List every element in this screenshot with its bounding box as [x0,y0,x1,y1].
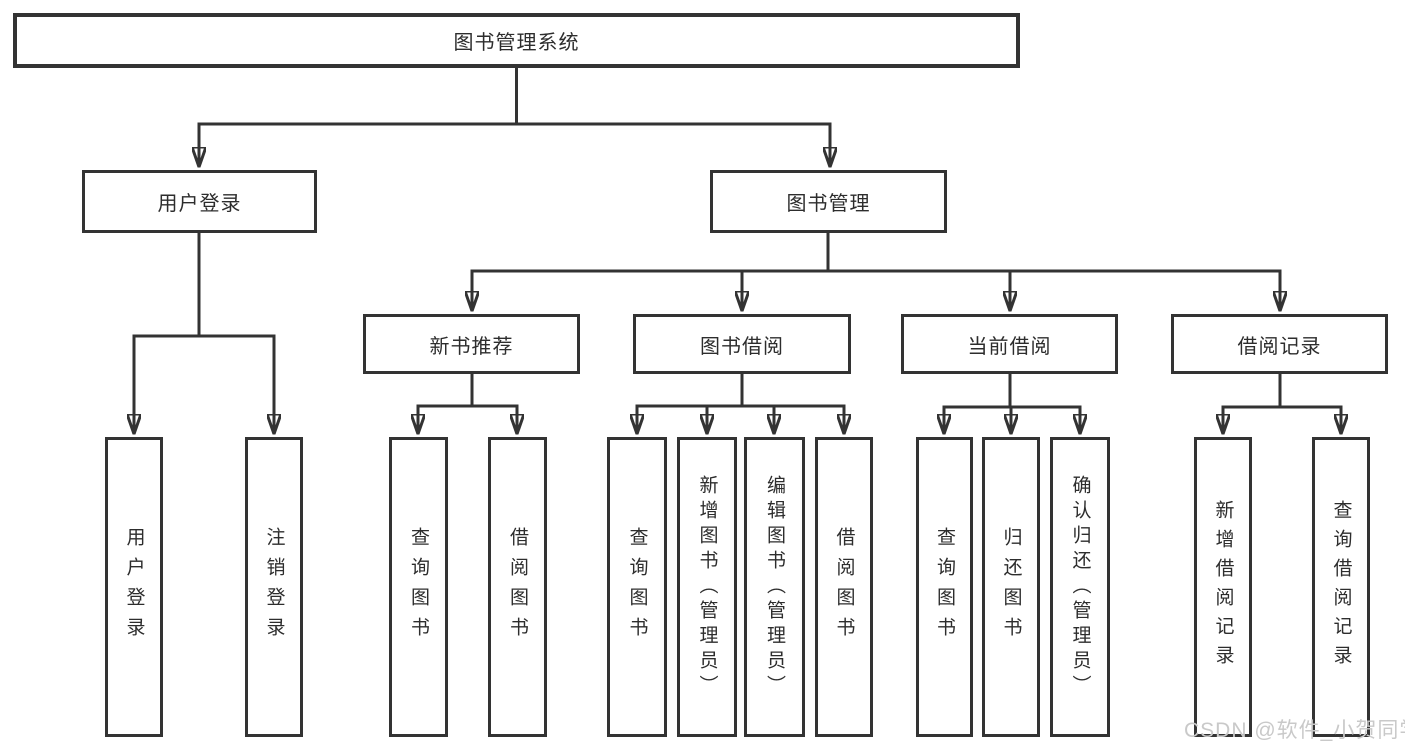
leaf-borrow-book: 借阅图书 [815,437,873,737]
leaf-borrow-add-admin-label: 新增图书（管理员） [696,474,718,700]
node-current-borrow: 当前借阅 [901,314,1118,374]
leaf-borrow-add-admin: 新增图书（管理员） [677,437,737,737]
leaf-current-query: 查询图书 [916,437,973,737]
node-borrow-records-label: 借阅记录 [1237,335,1322,358]
leaf-user-login-label: 用户登录 [123,527,145,647]
leaf-current-confirm-admin-label: 确认归还（管理员） [1069,474,1091,700]
node-root-label: 图书管理系统 [453,32,580,54]
node-borrow-records: 借阅记录 [1171,314,1388,374]
node-book-management-label: 图书管理 [786,193,871,215]
node-book-management: 图书管理 [710,170,947,233]
node-current-borrow-label: 当前借阅 [967,335,1052,358]
leaf-records-add: 新增借阅记录 [1194,437,1252,737]
node-root-system: 图书管理系统 [13,13,1020,68]
leaf-borrow-edit-admin: 编辑图书（管理员） [744,437,805,737]
node-new-book-recommend: 新书推荐 [363,314,580,374]
node-user-login-label: 用户登录 [157,193,242,215]
leaf-newbook-query-label: 查询图书 [408,527,429,647]
leaf-borrow-edit-admin-label: 编辑图书（管理员） [764,474,785,700]
leaf-records-add-label: 新增借阅记录 [1212,500,1234,674]
node-book-borrow: 图书借阅 [633,314,851,374]
leaf-current-confirm-admin: 确认归还（管理员） [1050,437,1110,737]
leaf-borrow-query: 查询图书 [607,437,667,737]
csdn-watermark: CSDN @软件_小贺同学 [1184,719,1405,742]
node-user-login: 用户登录 [82,170,317,233]
leaf-records-query-label: 查询借阅记录 [1330,500,1352,674]
leaf-current-query-label: 查询图书 [934,527,955,647]
leaf-logout: 注销登录 [245,437,303,737]
leaf-borrow-book-label: 借阅图书 [833,527,855,647]
node-new-book-recommend-label: 新书推荐 [429,335,514,358]
leaf-newbook-borrow-label: 借阅图书 [507,527,528,647]
leaf-user-login: 用户登录 [105,437,163,737]
leaf-borrow-query-label: 查询图书 [626,527,648,647]
leaf-newbook-borrow: 借阅图书 [488,437,547,737]
leaf-newbook-query: 查询图书 [389,437,448,737]
leaf-records-query: 查询借阅记录 [1312,437,1370,737]
leaf-logout-label: 注销登录 [263,527,285,647]
leaf-current-return: 归还图书 [982,437,1040,737]
node-book-borrow-label: 图书借阅 [700,335,784,358]
leaf-current-return-label: 归还图书 [1000,527,1022,647]
